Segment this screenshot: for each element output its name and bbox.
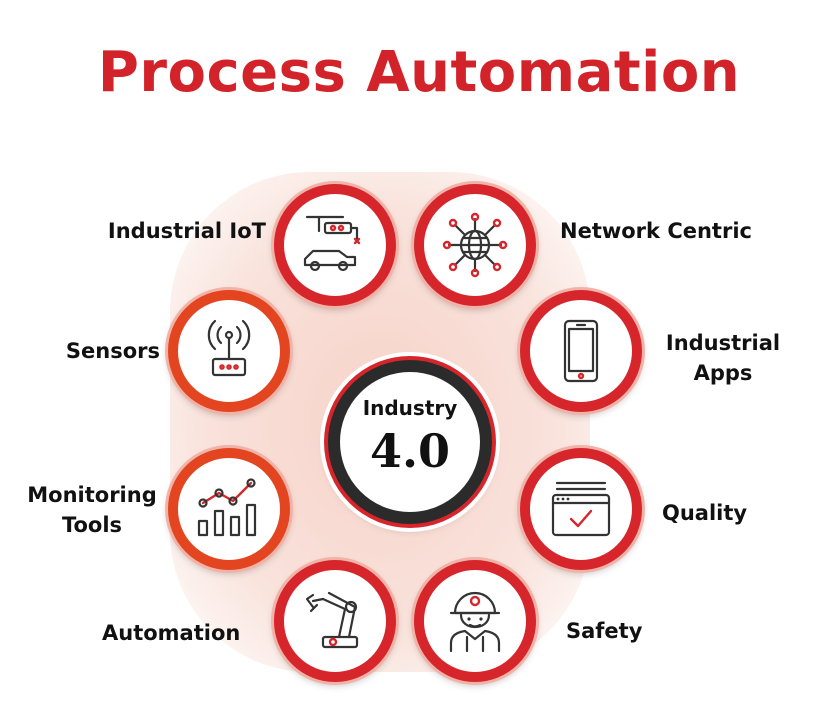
node-industrial-iot bbox=[274, 184, 396, 306]
node-monitoring-tools bbox=[168, 448, 290, 570]
sensor-antenna-icon bbox=[207, 319, 251, 377]
label-monitoring-tools: Monitoring Tools bbox=[20, 480, 164, 540]
center-hub: Industry 4.0 bbox=[328, 360, 492, 524]
checklist-window-icon bbox=[551, 481, 611, 537]
center-label: Industry bbox=[362, 396, 458, 420]
label-sensors: Sensors bbox=[65, 339, 160, 363]
smartphone-icon bbox=[563, 319, 599, 383]
label-industrial-apps-line1: Industrial bbox=[665, 331, 781, 355]
label-monitoring-tools-line1: Monitoring bbox=[27, 483, 157, 507]
label-automation: Automation bbox=[102, 621, 241, 645]
node-sensors bbox=[168, 290, 290, 412]
hardhat-worker-icon bbox=[449, 591, 501, 653]
bar-line-chart-icon bbox=[197, 478, 257, 537]
node-automation bbox=[274, 560, 396, 682]
robotic-arm-icon bbox=[305, 591, 359, 649]
node-quality bbox=[520, 448, 642, 570]
label-monitoring-tools-line2: Tools bbox=[61, 513, 123, 537]
label-industrial-iot: Industrial IoT bbox=[107, 219, 266, 243]
label-network-centric: Network Centric bbox=[560, 219, 752, 243]
center-version: 4.0 bbox=[369, 424, 451, 478]
label-safety: Safety bbox=[566, 619, 643, 643]
label-industrial-apps: Industrial Apps bbox=[658, 328, 788, 388]
label-industrial-apps-line2: Apps bbox=[693, 361, 753, 385]
label-quality: Quality bbox=[662, 501, 748, 525]
car-assembly-icon bbox=[303, 215, 361, 272]
network-globe-icon bbox=[442, 212, 508, 278]
node-safety bbox=[414, 560, 536, 682]
page-title: Process Automation bbox=[97, 40, 741, 105]
node-network-centric bbox=[414, 184, 536, 306]
node-industrial-apps bbox=[520, 290, 642, 412]
